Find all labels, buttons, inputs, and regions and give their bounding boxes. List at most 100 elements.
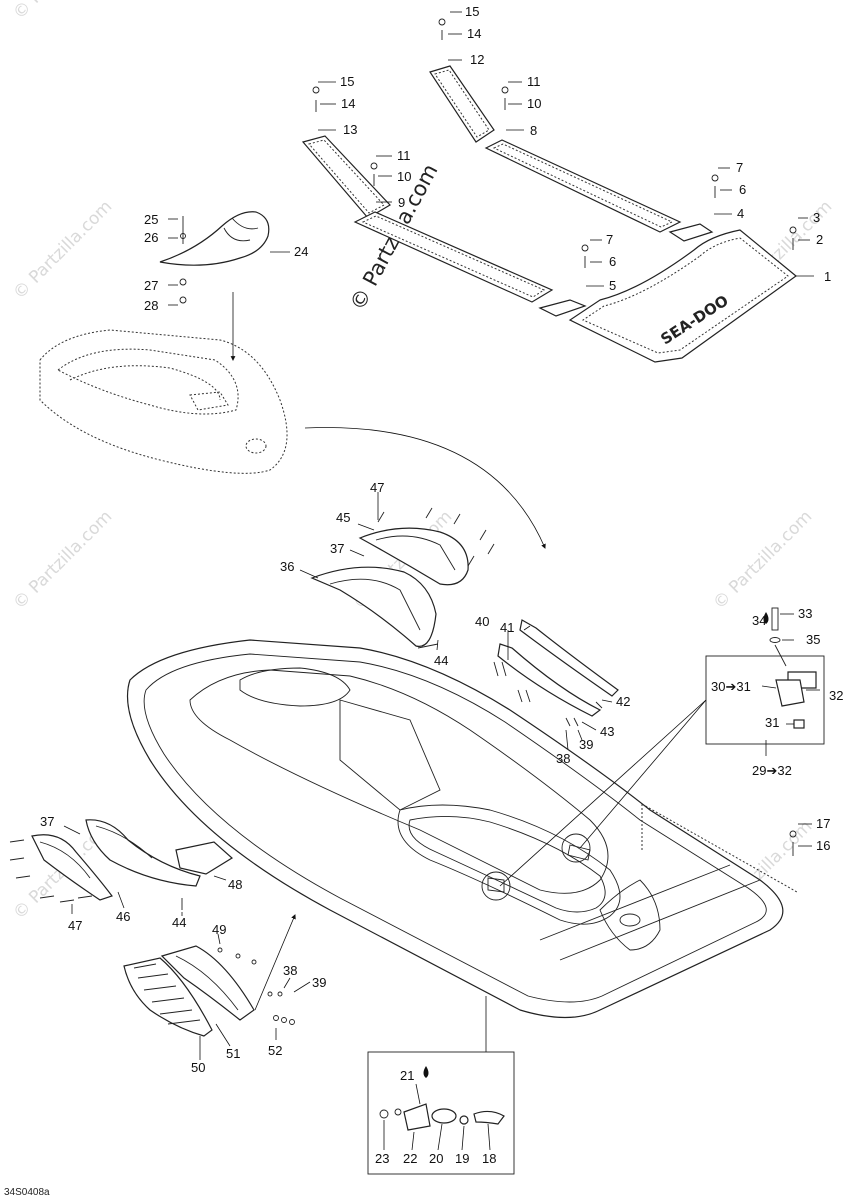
screw-icon — [595, 701, 603, 709]
screw-icon — [789, 830, 797, 856]
nut-icon — [179, 278, 187, 304]
screw-icon — [565, 717, 571, 727]
screw-icon — [77, 895, 93, 899]
watermark-text: © Partzilla.com — [9, 0, 116, 24]
callout-42: 42 — [616, 694, 630, 709]
rear-mat-1 — [568, 229, 797, 363]
callout-6: 6 — [609, 254, 616, 269]
callout-12: 12 — [470, 52, 484, 67]
callout-21: 21 — [400, 1068, 414, 1083]
mat-group: SEA-DOO — [301, 65, 797, 363]
callout-47: 47 — [68, 918, 82, 933]
grab-handle-24 — [159, 211, 270, 266]
watermark-text: © Partzilla.com — [9, 507, 116, 614]
callout-11: 11 — [527, 74, 541, 89]
bottom-panel-group — [123, 933, 311, 1060]
drop-icon — [423, 1066, 429, 1078]
lower-left-panel-group — [9, 819, 296, 1011]
callout-30: 30➔31 — [711, 679, 751, 694]
callout-26: 26 — [144, 230, 158, 245]
callout-6: 6 — [739, 182, 746, 197]
panel-47 — [31, 834, 113, 901]
detail-box-18-23 — [367, 996, 515, 1175]
screw-icon — [417, 643, 439, 649]
callout-9: 9 — [398, 195, 405, 210]
callout-52: 52 — [268, 1043, 282, 1058]
screw-icon — [453, 513, 461, 525]
callout-46: 46 — [116, 909, 130, 924]
callout-45: 45 — [336, 510, 350, 525]
screw-icon — [59, 899, 75, 903]
callout-40: 40 — [475, 614, 489, 629]
callout-44: 44 — [434, 653, 448, 668]
screw-icon — [180, 216, 186, 244]
detail-box — [367, 1051, 515, 1175]
detail-box-29-32 — [499, 607, 825, 887]
callout-37: 37 — [330, 541, 344, 556]
callout-19: 19 — [455, 1151, 469, 1166]
screw-icon — [9, 857, 25, 861]
callout-39: 39 — [312, 975, 326, 990]
callout-8: 8 — [530, 123, 537, 138]
latch-clip-31 — [793, 719, 805, 729]
callout-38: 38 — [283, 963, 297, 978]
callout-34: 34 — [752, 613, 766, 628]
mat-part-4 — [668, 223, 714, 242]
callout-7: 7 — [606, 232, 613, 247]
screw-icon — [479, 529, 487, 541]
callout-38: 38 — [556, 751, 570, 766]
detail-circle — [561, 833, 591, 863]
callout-2: 2 — [816, 232, 823, 247]
screw-icon — [9, 839, 25, 843]
screw-icon — [39, 895, 55, 899]
screw-icon — [573, 717, 579, 727]
callout-13: 13 — [343, 122, 357, 137]
leader-line-group — [318, 11, 814, 287]
callout-25: 25 — [144, 212, 158, 227]
callout-15: 15 — [340, 74, 354, 89]
screw-icon — [425, 507, 433, 519]
callout-24: 24 — [294, 244, 308, 259]
plate-22 — [403, 1103, 431, 1131]
callout-14: 14 — [341, 96, 355, 111]
screw-icon — [377, 511, 385, 523]
screw-icon — [438, 18, 446, 40]
callout-37: 37 — [40, 814, 54, 829]
bolt-icon — [769, 607, 787, 667]
callout-41: 41 — [500, 620, 514, 635]
washer-19 — [459, 1115, 469, 1125]
upper-panel-group — [299, 492, 619, 751]
callout-23: 23 — [375, 1151, 389, 1166]
mat-part-12 — [429, 65, 495, 143]
hull-group — [126, 639, 798, 1019]
nut-icon — [379, 1108, 402, 1119]
callout-11: 11 — [397, 148, 411, 163]
callout-39: 39 — [579, 737, 593, 752]
callout-32: 32 — [829, 688, 843, 703]
callout-5: 5 — [609, 278, 616, 293]
callout-48: 48 — [228, 877, 242, 892]
watermark-text: © Partzilla.com — [709, 507, 816, 614]
panel-45 — [358, 527, 469, 586]
mat-part-8 — [484, 139, 682, 233]
latch-body-31 — [775, 679, 805, 707]
deck-outer — [126, 639, 784, 1019]
seat-group — [39, 329, 288, 474]
mat-screw-group — [312, 18, 797, 268]
panel-48 — [175, 841, 234, 875]
callout-35: 35 — [806, 632, 820, 647]
callout-18: 18 — [482, 1151, 496, 1166]
screw-icon — [15, 875, 31, 879]
screw-icon — [501, 86, 509, 110]
callout-10: 10 — [397, 169, 411, 184]
callout-1: 1 — [824, 269, 831, 284]
callout-3: 3 — [813, 210, 820, 225]
mat-part-5 — [538, 299, 587, 317]
callout-49: 49 — [212, 922, 226, 937]
detail-box — [705, 655, 825, 745]
screw-icon — [370, 162, 378, 186]
panel-40 — [497, 643, 602, 717]
seat-outline — [39, 329, 288, 474]
screw-icon — [493, 661, 507, 677]
